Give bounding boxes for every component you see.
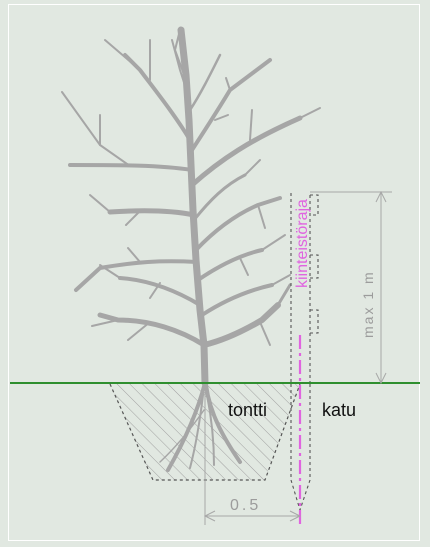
property-boundary-label: kiinteistöraja — [294, 199, 311, 288]
max-height-label: max 1 m — [360, 270, 376, 338]
width-dimension — [203, 392, 302, 525]
width-label: 0.5 — [230, 497, 261, 514]
street-label: katu — [322, 400, 356, 420]
height-dimension — [310, 190, 392, 385]
tree — [61, 26, 321, 472]
plot-label: tontti — [228, 400, 267, 420]
